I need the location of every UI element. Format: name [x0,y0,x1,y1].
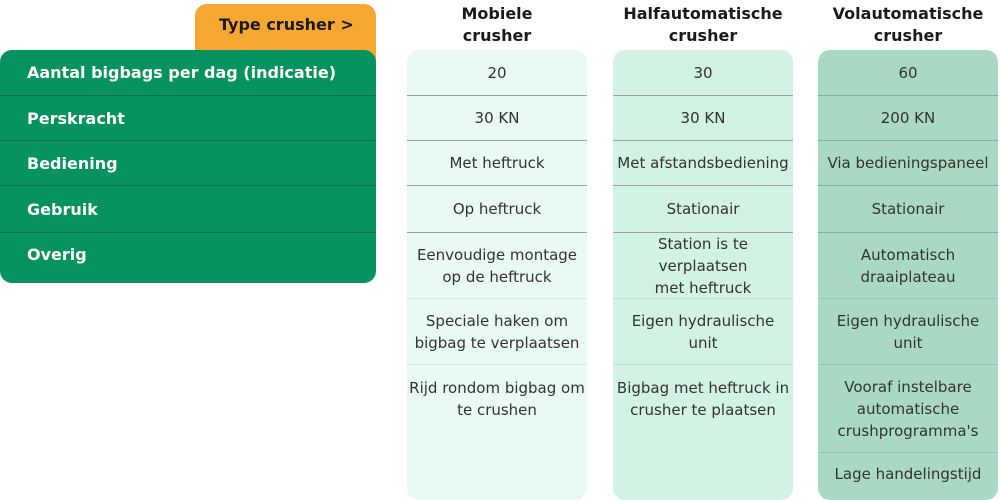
cell-bediening: Via bedieningspaneel [818,141,998,186]
type-crusher-label: Type crusher > [219,15,354,34]
column-header-line2: crusher [873,26,943,45]
cell-overig-2: Eigen hydraulische unit [613,299,793,365]
column-mobiele: 20 30 KN Met heftruck Op heftruck Eenvou… [407,50,587,500]
row-label-bigbags: Aantal bigbags per dag (indicatie) [0,50,376,96]
column-header-line1: Volautomatische [832,4,984,23]
row-label-overig: Overig [27,245,87,264]
cell-perskracht: 200 KN [818,96,998,141]
column-header-halfautomatische: Halfautomatische crusher [613,3,793,47]
cell-bigbags: 20 [407,50,587,96]
cell-bediening: Met afstandsbediening [613,141,793,186]
cell-bigbags: 60 [818,50,998,96]
row-label-bediening: Bediening [0,141,376,186]
column-header-line1: Mobiele [461,4,533,23]
row-label-perskracht: Perskracht [0,96,376,141]
column-volautomatische: 60 200 KN Via bedieningspaneel Stationai… [818,50,998,500]
column-header-line2: crusher [668,26,738,45]
cell-gebruik: Stationair [613,186,793,233]
cell-overig-2: Eigen hydraulische unit [818,299,998,365]
column-header-line1: Halfautomatische [623,4,783,23]
cell-gebruik: Op heftruck [407,186,587,233]
row-label-gebruik: Gebruik [0,186,376,233]
row-labels-panel: Aantal bigbags per dag (indicatie) Persk… [0,50,376,283]
cell-gebruik: Stationair [818,186,998,233]
cell-perskracht: 30 KN [613,96,793,141]
column-header-volautomatische: Volautomatische crusher [818,3,998,47]
cell-bediening: Met heftruck [407,141,587,186]
column-header-mobiele: Mobiele crusher [407,3,587,47]
column-halfautomatische: 30 30 KN Met afstandsbediening Stationai… [613,50,793,500]
cell-perskracht: 30 KN [407,96,587,141]
column-header-line2: crusher [462,26,532,45]
cell-bigbags: 30 [613,50,793,96]
cell-overig-4: Lage handelingstijd [834,465,982,483]
